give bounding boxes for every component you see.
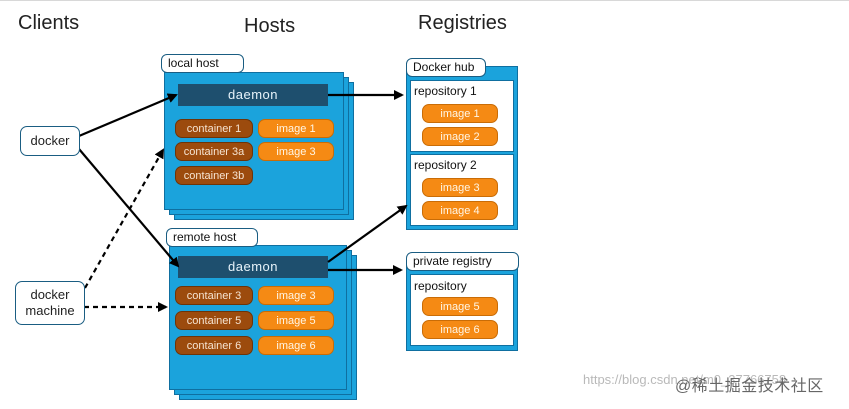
local-image-3: image 3 [258,142,334,161]
private-registry-label: private registry [406,252,519,271]
local-daemon: daemon [178,84,328,106]
registries-heading: Registries [418,12,507,34]
private-image-6: image 6 [422,320,498,339]
remote-image-3: image 3 [258,286,334,305]
container-3a: container 3a [175,142,253,161]
hosts-heading: Hosts [244,15,296,37]
docker-machine-client: docker machine [15,281,85,325]
remote-host-label: remote host [166,228,258,247]
local-host-label: local host [161,54,244,73]
remote-image-5: image 5 [258,311,334,330]
clients-heading: Clients [18,12,80,34]
hub-image-4: image 4 [422,201,498,220]
private-repository-title: repository [414,279,467,293]
repository-2-title: repository 2 [414,158,477,172]
arrow-machine-to-local-host [84,148,164,289]
remote-image-6: image 6 [258,336,334,355]
container-5: container 5 [175,311,253,330]
hub-image-2: image 2 [422,127,498,146]
container-3: container 3 [175,286,253,305]
docker-hub-label: Docker hub [406,58,486,77]
container-6: container 6 [175,336,253,355]
repository-1-title: repository 1 [414,84,477,98]
container-1: container 1 [175,119,253,138]
docker-client: docker [20,126,80,156]
private-image-5: image 5 [422,297,498,316]
hub-image-1: image 1 [422,104,498,123]
container-3b: container 3b [175,166,253,185]
source-badge: @稀土掘金技术社区 [675,378,824,395]
remote-daemon: daemon [178,256,328,278]
hub-image-3: image 3 [422,178,498,197]
local-image-1: image 1 [258,119,334,138]
top-divider [0,0,849,1]
watermark-url: https://blog.csdn.net/m0_37766758 [583,372,787,387]
arrow-docker-to-local-daemon [78,93,178,138]
